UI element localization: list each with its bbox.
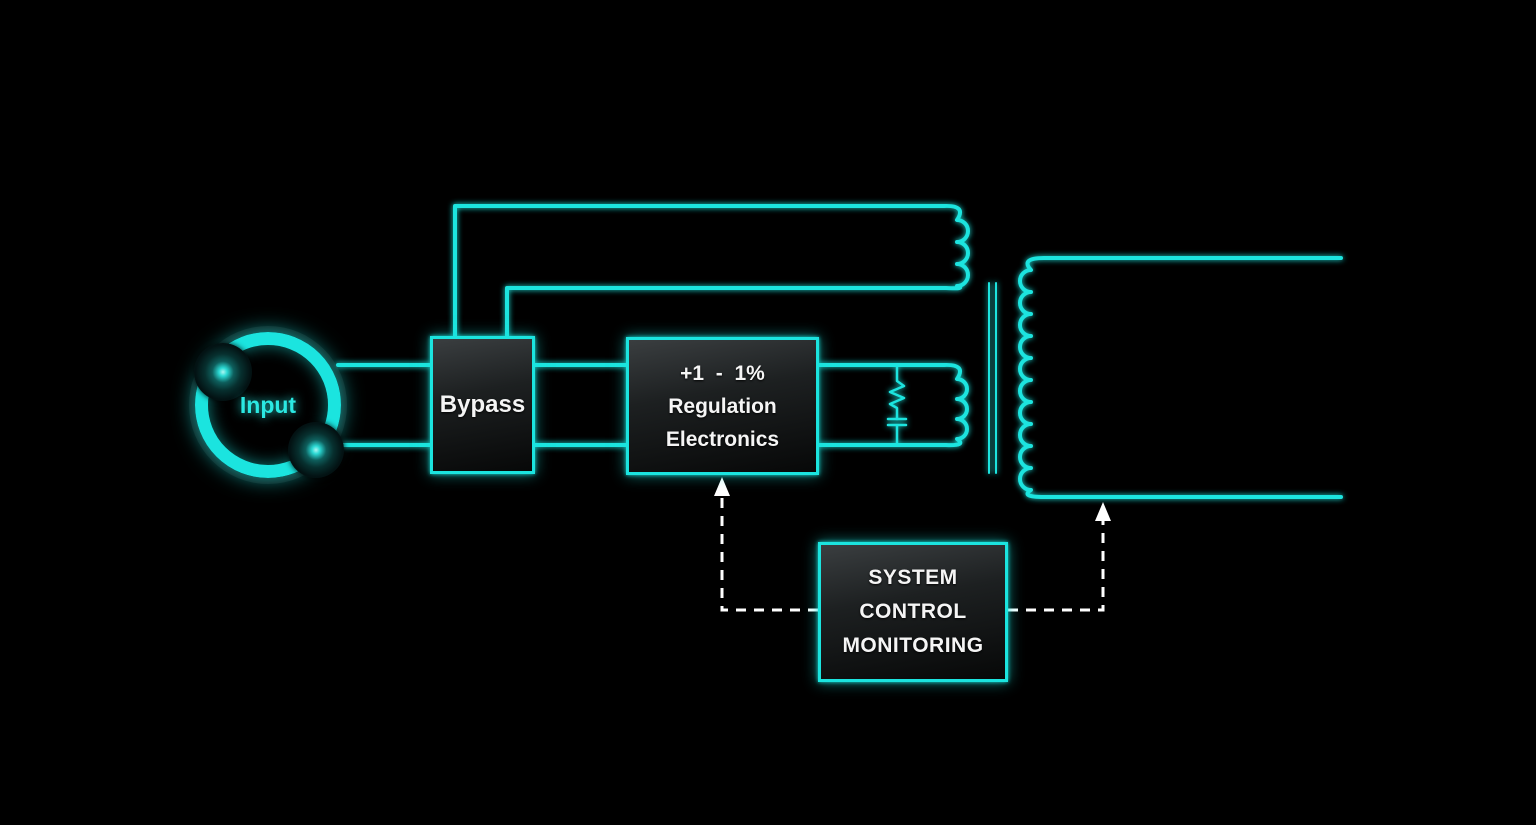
bypass-label: Bypass <box>439 391 526 418</box>
up-arrowhead-regulation <box>714 477 730 496</box>
resistor-symbol <box>888 363 906 421</box>
input-node-label: Input <box>239 391 297 418</box>
transformer-primary-lower-coil <box>817 362 969 448</box>
feedback-dashed-left <box>720 496 818 612</box>
system-control-monitoring-node: SYSTEM CONTROL MONITORING <box>818 542 1008 682</box>
regulation-line-3: Electronics <box>665 427 780 451</box>
transformer-secondary-coil <box>1018 256 1343 499</box>
system-line-1: SYSTEM <box>868 566 958 589</box>
capacitor-symbol <box>886 417 908 447</box>
up-arrowhead-secondary <box>1095 502 1111 521</box>
feedback-dashed-right <box>1008 521 1105 612</box>
regulation-line-1: +1 - 1% <box>680 361 765 385</box>
system-line-2: CONTROL <box>859 600 967 623</box>
regulation-electronics-node: +1 - 1% Regulation Electronics <box>626 337 819 475</box>
bypass-node: Bypass <box>430 336 535 474</box>
regulation-line-2: Regulation <box>668 394 777 418</box>
glow-sphere-bottom-right <box>288 422 344 478</box>
glow-sphere-top-left <box>194 343 252 401</box>
transformer-primary-upper-coil <box>453 203 970 338</box>
system-line-3: MONITORING <box>842 634 984 657</box>
